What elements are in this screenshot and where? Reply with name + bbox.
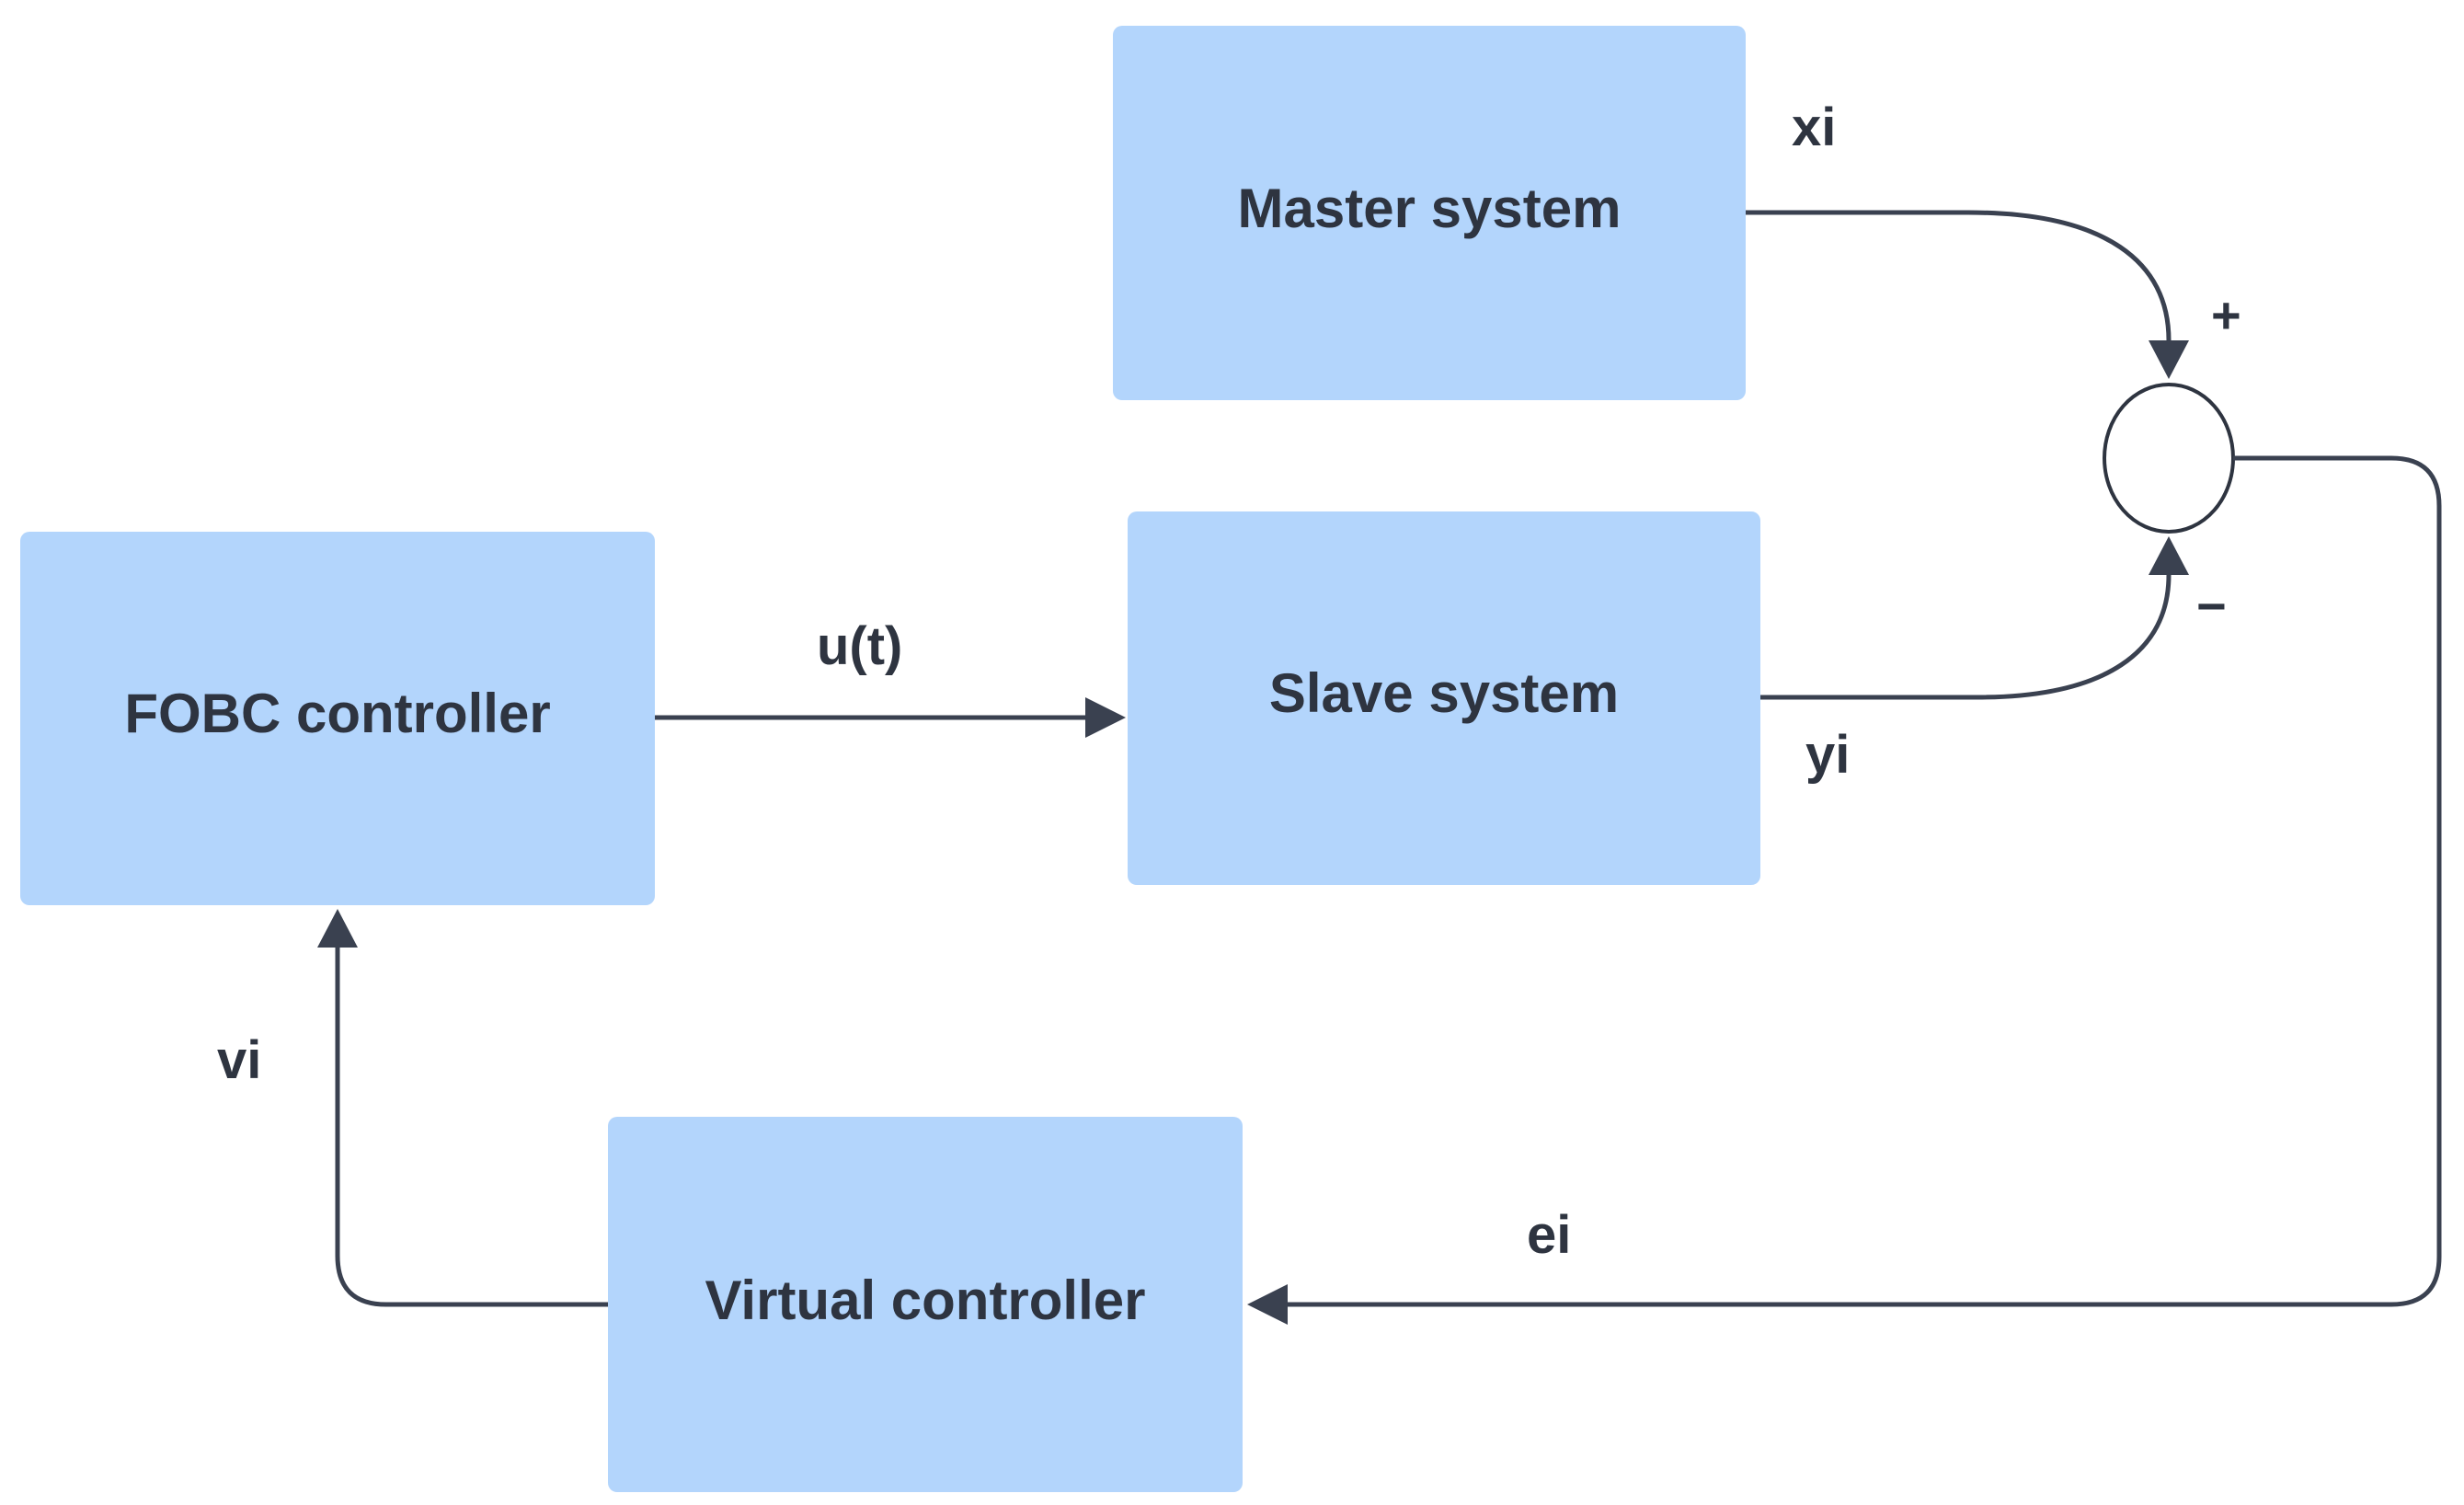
minus-sign: − bbox=[2196, 577, 2227, 635]
slave-to-junction-arrowhead bbox=[2149, 536, 2189, 575]
fobc-to-slave-arrowhead bbox=[1085, 697, 1126, 738]
virtual-to-fobc-wire bbox=[335, 948, 608, 1307]
master-system-block: Master system bbox=[1113, 26, 1746, 400]
slave-to-junction-wire bbox=[1760, 574, 2172, 700]
plus-sign: + bbox=[2211, 286, 2241, 344]
signal-label-yi: yi bbox=[1805, 725, 1850, 785]
fobc-controller-label: FOBC controller bbox=[124, 683, 550, 744]
virtual-controller-block: Virtual controller bbox=[608, 1117, 1243, 1492]
error-feedback-wire bbox=[1288, 455, 2442, 1307]
master-to-junction-wire bbox=[1746, 210, 2172, 341]
virtual-to-fobc-arrowhead bbox=[317, 909, 358, 948]
master-to-junction-arrowhead bbox=[2149, 340, 2189, 379]
virtual-controller-label: Virtual controller bbox=[705, 1269, 1145, 1331]
error-feedback-arrowhead bbox=[1247, 1284, 1288, 1325]
slave-system-label: Slave system bbox=[1269, 662, 1619, 724]
fobc-controller-block: FOBC controller bbox=[20, 532, 655, 905]
signal-label-ei: ei bbox=[1527, 1205, 1571, 1265]
signal-label-vi: vi bbox=[217, 1030, 261, 1090]
master-system-label: Master system bbox=[1238, 178, 1622, 239]
summing-junction bbox=[2103, 383, 2235, 534]
slave-system-block: Slave system bbox=[1128, 511, 1760, 885]
signal-label-xi: xi bbox=[1792, 98, 1836, 157]
signal-label-ut: u(t) bbox=[817, 616, 902, 676]
